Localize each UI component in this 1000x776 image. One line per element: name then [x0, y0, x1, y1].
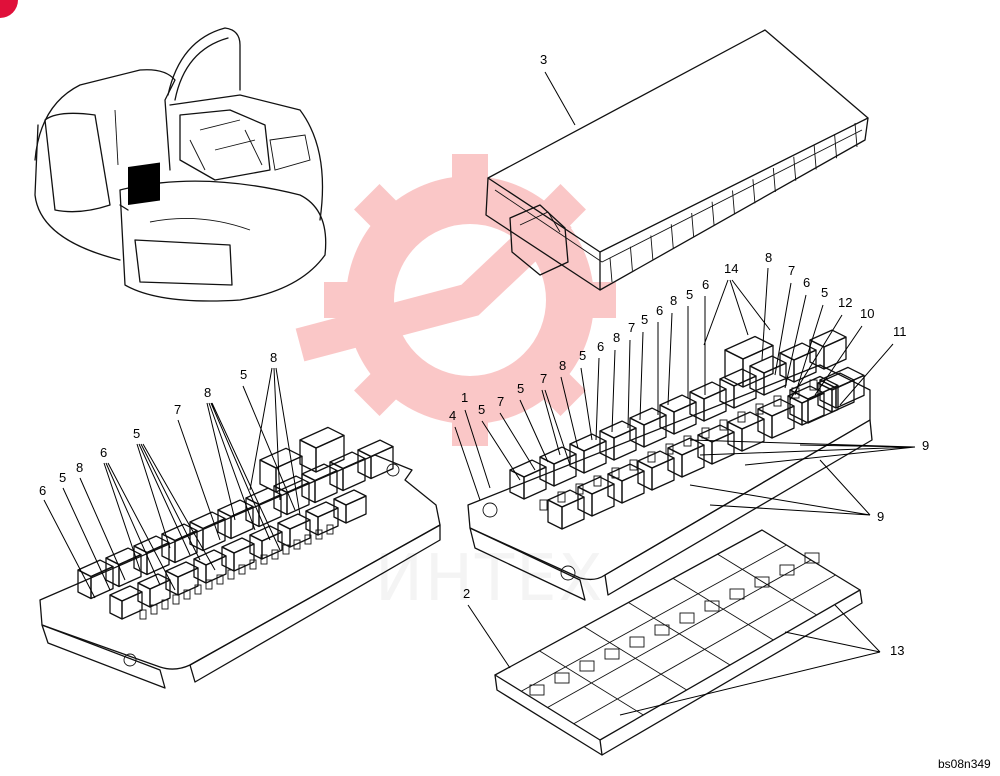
- callout-10: 10: [860, 306, 874, 321]
- callout-8: 8: [670, 293, 677, 308]
- callout-1: 1: [461, 390, 468, 405]
- callout-6: 6: [803, 275, 810, 290]
- callout-8: 8: [613, 330, 620, 345]
- callout-7: 7: [540, 371, 547, 386]
- callout-6: 6: [39, 483, 46, 498]
- callout-7: 7: [628, 320, 635, 335]
- drawing-code: bs08n349: [938, 757, 991, 771]
- callout-13: 13: [890, 643, 904, 658]
- callout-5: 5: [821, 285, 828, 300]
- callout-7: 7: [174, 402, 181, 417]
- fuse-box-tray: [494, 529, 863, 756]
- watermark: ИНТЕХ: [295, 154, 616, 616]
- callout-12: 12: [838, 295, 852, 310]
- leader-lines: [43, 71, 916, 716]
- callout-8: 8: [765, 250, 772, 265]
- callout-5: 5: [641, 312, 648, 327]
- callout-5: 5: [59, 470, 66, 485]
- callout-7: 7: [497, 394, 504, 409]
- watermark-text: ИНТЕХ: [375, 542, 604, 616]
- callout-6: 6: [100, 445, 107, 460]
- fuse-box-main: [467, 329, 873, 601]
- callout-5: 5: [517, 381, 524, 396]
- callout-5: 5: [133, 426, 140, 441]
- callout-6: 6: [656, 303, 663, 318]
- callout-11: 11: [893, 324, 907, 339]
- corner-marker: [0, 0, 18, 18]
- callout-8: 8: [270, 350, 277, 365]
- fuse-box-cover: [485, 29, 869, 291]
- callout-9: 9: [922, 438, 929, 453]
- callout-5: 5: [686, 287, 693, 302]
- callout-8: 8: [204, 385, 211, 400]
- callout-5: 5: [240, 367, 247, 382]
- callout-6: 6: [702, 277, 709, 292]
- callout-8: 8: [559, 358, 566, 373]
- callout-2: 2: [463, 586, 470, 601]
- callout-5: 5: [579, 348, 586, 363]
- callout-14: 14: [724, 261, 738, 276]
- fuse-box-location: [128, 162, 160, 206]
- excavator-overview: [34, 27, 327, 302]
- callout-3: 3: [540, 52, 547, 67]
- callout-5: 5: [478, 402, 485, 417]
- callout-8: 8: [76, 460, 83, 475]
- callout-9: 9: [877, 509, 884, 524]
- callout-4: 4: [449, 408, 456, 423]
- callout-7: 7: [788, 263, 795, 278]
- callout-6: 6: [597, 339, 604, 354]
